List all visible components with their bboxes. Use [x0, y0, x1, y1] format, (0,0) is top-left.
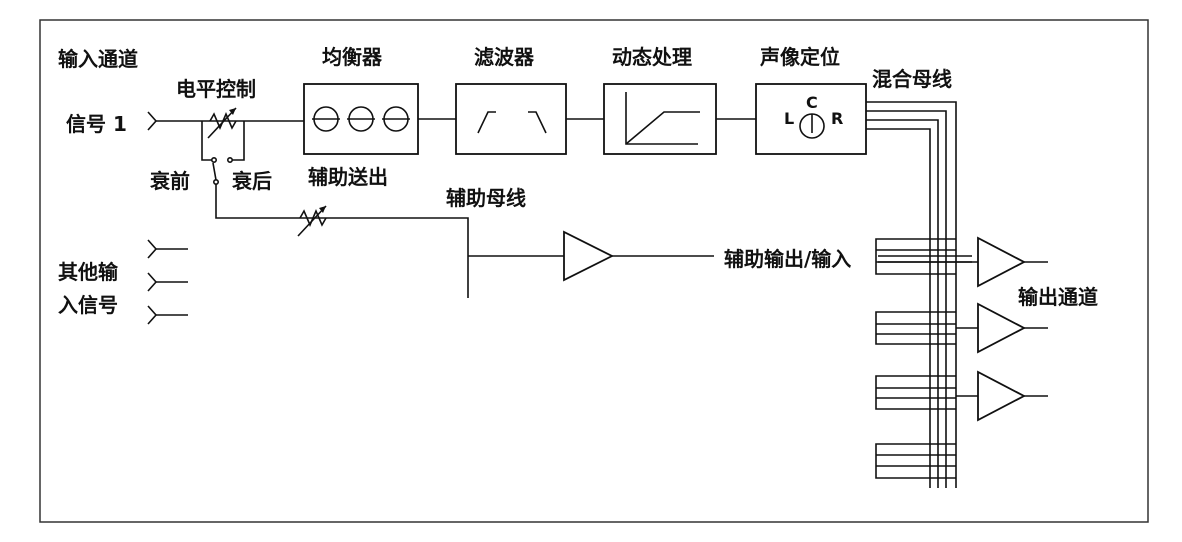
output-bus-connectors: [875, 238, 956, 479]
aux-send-line: [215, 184, 469, 298]
pre-fade-tap: [201, 121, 212, 161]
filter-label: 滤波器: [474, 45, 535, 69]
aux-send-resistor: [297, 205, 327, 237]
post-fade-tap: [232, 121, 245, 161]
equalizer-icon: [312, 106, 410, 132]
other-inputs-jacks: [147, 239, 188, 325]
output-channel-label: 输出通道: [1018, 285, 1098, 309]
pre-fade-contact: [211, 157, 218, 164]
filter-block: [455, 83, 567, 155]
level-control-label: 电平控制: [176, 77, 256, 101]
diagram-frame: [39, 19, 1149, 523]
dynamics-label: 动态处理: [612, 45, 692, 69]
aux-io-label: 辅助输出/输入: [724, 247, 851, 271]
pan-label: 声像定位: [759, 45, 840, 69]
post-fade-label: 衰后: [231, 169, 272, 193]
dynamics-curve: [625, 111, 700, 145]
mix-bus-label: 混合母线: [872, 67, 952, 91]
other-inputs-label-1: 其他输: [58, 260, 119, 284]
aux-amplifier: [563, 230, 615, 282]
other-inputs-label-2: 入信号: [58, 293, 118, 317]
input-channel-label: 输入通道: [58, 47, 138, 71]
dynamics-block: [603, 83, 717, 155]
pan-r-label: R: [831, 109, 843, 128]
pan-c-label: C: [806, 93, 818, 112]
switch-pivot: [213, 179, 220, 186]
pre-fade-label: 衰前: [149, 169, 190, 193]
fade-switch: [212, 162, 217, 181]
level-control-resistor: [207, 107, 237, 139]
aux-send-label: 辅助送出: [308, 165, 388, 189]
post-fade-contact: [227, 157, 234, 164]
filter-hp-icon: [477, 111, 496, 134]
mix-bus-lines: [866, 101, 957, 488]
signal-1-jack: [147, 111, 158, 131]
pan-l-label: L: [784, 109, 794, 128]
equalizer-label: 均衡器: [322, 45, 383, 69]
filter-lp-icon: [528, 111, 547, 134]
signal-1-label: 信号 1: [66, 112, 127, 136]
output-amplifiers: [956, 236, 1048, 422]
pan-block: [755, 83, 867, 155]
aux-bus-label: 辅助母线: [446, 186, 526, 210]
